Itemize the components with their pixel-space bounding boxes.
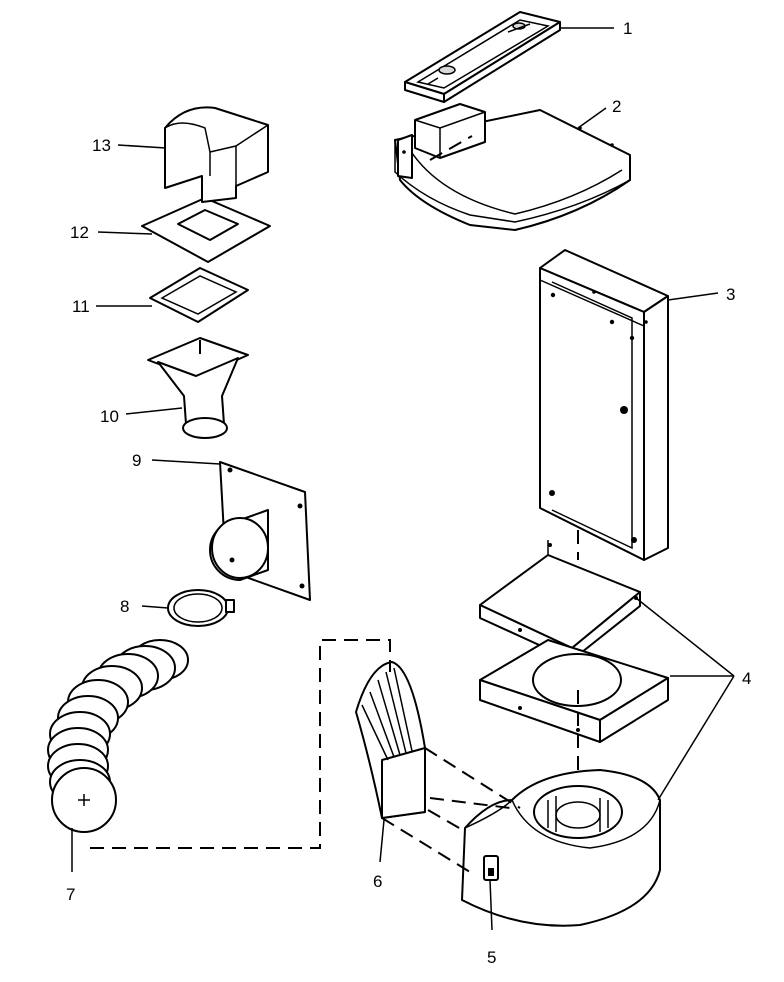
part-8-clamp xyxy=(167,589,235,627)
callout-labels: 1 2 3 4 5 6 7 8 9 10 11 12 13 xyxy=(66,19,751,967)
callout-1: 1 xyxy=(623,19,632,38)
callout-5: 5 xyxy=(487,948,496,967)
callout-13: 13 xyxy=(92,136,111,155)
part-12-plate xyxy=(141,197,271,263)
callout-3: 3 xyxy=(726,285,735,304)
callout-6: 6 xyxy=(373,872,382,891)
part-6-adapter-duct xyxy=(355,661,521,873)
part-3-duct-panel xyxy=(539,249,669,561)
callout-2: 2 xyxy=(612,97,621,116)
part-7-flexible-hose xyxy=(47,639,391,849)
leader-lines xyxy=(71,27,735,931)
part-13-elbow xyxy=(164,106,269,203)
callout-11: 11 xyxy=(72,297,90,316)
callout-7: 7 xyxy=(66,885,75,904)
callout-12: 12 xyxy=(70,223,89,242)
part-10-transition-collar xyxy=(147,337,249,439)
part-4-mounting-brackets xyxy=(479,540,669,790)
part-1-cover-plate xyxy=(404,11,561,103)
callout-10: 10 xyxy=(100,407,119,426)
callout-4: 4 xyxy=(742,669,751,688)
part-5-switch xyxy=(483,855,499,881)
blower-housing xyxy=(427,769,661,927)
callout-8: 8 xyxy=(120,597,129,616)
part-2-transition-housing xyxy=(394,103,631,231)
part-11-gasket xyxy=(149,267,249,323)
callout-9: 9 xyxy=(132,451,141,470)
part-9-collar-plate xyxy=(209,461,311,601)
